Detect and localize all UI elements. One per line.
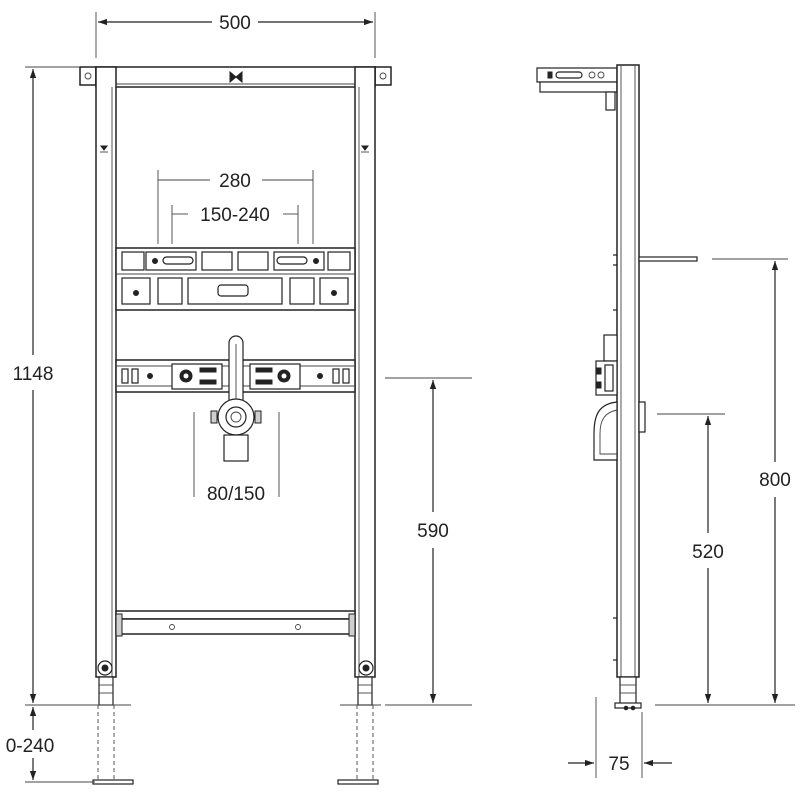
label-fitting-spacing: 80/150: [207, 484, 265, 505]
top-left-tab: [79, 66, 97, 86]
label-overall-width: 500: [219, 13, 251, 34]
side-top-bracket: [536, 67, 618, 111]
label-mount-range: 150-240: [200, 205, 270, 226]
fitting-crossbar: [115, 359, 356, 393]
side-drain-trap: [593, 401, 646, 461]
drain-assembly: [210, 335, 262, 462]
side-post: [616, 64, 640, 678]
label-overall-height: 1148: [13, 364, 54, 385]
dim-overall-height: 1148: [13, 66, 90, 706]
dim-depth: 75: [568, 697, 672, 778]
upper-mounting-bracket: [115, 247, 356, 311]
right-foot: [337, 676, 381, 785]
center-mark-icon: [229, 70, 243, 84]
right-mount-slot: [276, 256, 308, 265]
label-foot-range: 0-240: [6, 736, 55, 757]
label-side-top-height: 800: [759, 470, 791, 491]
dim-mount-range: 150-240: [171, 205, 299, 244]
dim-overall-width: 500: [95, 12, 376, 58]
dim-foot-range: 0-240: [6, 707, 95, 783]
side-fitting-block: [595, 334, 618, 396]
side-view: 800 520 75: [536, 64, 795, 778]
left-post: [95, 66, 117, 678]
left-foot: [90, 676, 134, 785]
dim-side-mid-height: 520: [657, 413, 725, 703]
right-post: [354, 66, 376, 678]
center-slot: [217, 284, 249, 297]
side-rod: [638, 256, 698, 262]
dim-fitting-spacing: 80/150: [193, 412, 280, 505]
dim-side-top-height: 800: [655, 258, 795, 706]
label-depth: 75: [608, 754, 629, 775]
side-foot: [614, 676, 642, 711]
lower-crossbar: [115, 610, 356, 637]
left-mount-slot: [162, 256, 194, 265]
top-right-tab: [374, 66, 392, 86]
dim-mount-spacing: 280: [157, 170, 314, 244]
label-side-mid-height: 520: [692, 542, 724, 563]
label-fitting-height: 590: [417, 521, 449, 542]
label-mount-spacing: 280: [219, 171, 251, 192]
dim-fitting-height: 590: [385, 377, 472, 706]
front-view: 500 280 150-240 80/150: [6, 12, 472, 785]
